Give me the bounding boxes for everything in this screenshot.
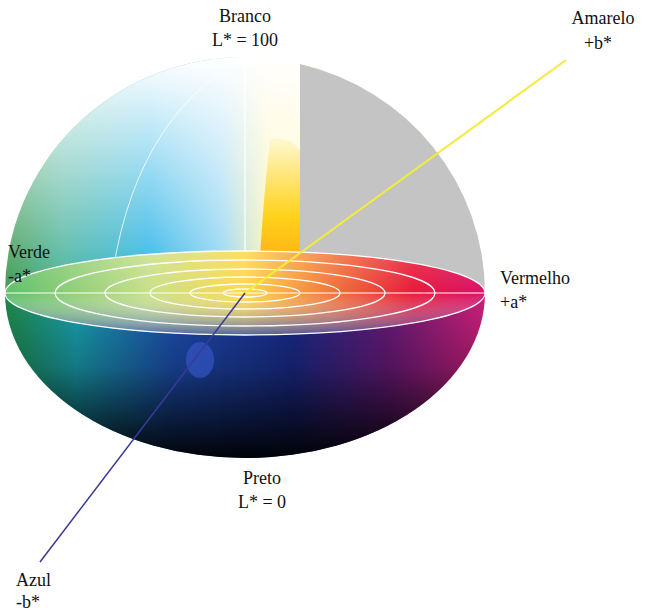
axis-sign: +b*: [584, 33, 612, 53]
lightness-label: Branco: [219, 6, 271, 26]
axis-label: Vermelho: [500, 268, 570, 288]
lightness-value: L* = 0: [238, 492, 286, 512]
axis-label: Azul: [16, 570, 51, 590]
axis-sign: -b*: [16, 592, 40, 612]
b-axis-yellow: [245, 60, 566, 293]
lightness-label: Preto: [243, 468, 281, 488]
meridian: [245, 57, 300, 64]
axis-sign: -a*: [8, 266, 31, 286]
b-axis-blue: [40, 293, 245, 562]
axis-label: Verde: [8, 242, 50, 262]
blue-spot: [186, 342, 214, 378]
axis-sign: +a*: [500, 292, 527, 312]
lightness-value: L* = 100: [212, 30, 278, 50]
axis-label: Amarelo: [572, 8, 635, 28]
